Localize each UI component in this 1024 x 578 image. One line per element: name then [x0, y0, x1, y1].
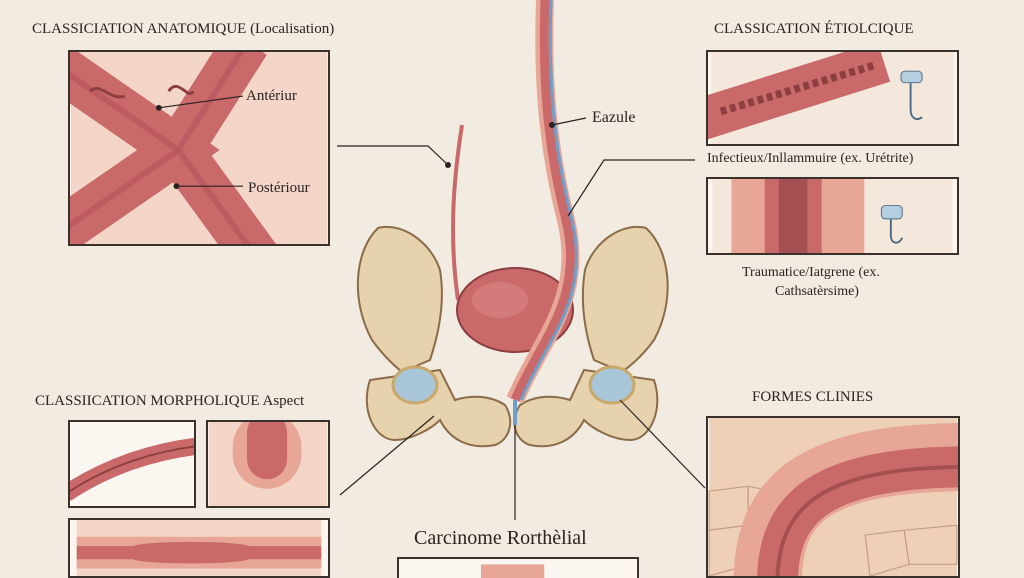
label-eazule: Eazule: [592, 109, 636, 126]
label-traumatique-1: Traumatice/Iatgrene (ex.: [742, 265, 880, 280]
pelvis-left-lower: [365, 368, 512, 448]
carcinome-illustration: [408, 559, 628, 578]
morphologique-panel-1: [68, 420, 196, 508]
morphologique-panel-2: [206, 420, 330, 508]
cliniques-title: FORMES CLINIES: [752, 389, 874, 405]
hip-socket-left: [391, 365, 439, 405]
stricture-illustration: [208, 422, 328, 506]
urethra-tube-blue: [519, 0, 578, 401]
cliniques-panel: [706, 416, 960, 578]
clinical-tissue-illustration: [708, 418, 958, 576]
anatomique-panel: Antériur Postériour: [68, 50, 330, 246]
leader-line-cliniques: [619, 399, 706, 489]
carcinome-panel: [397, 557, 639, 578]
leader-line-etiologique: [567, 159, 695, 217]
label-anterieur: Antériur: [246, 88, 297, 104]
pelvis-right-wing: [581, 225, 669, 374]
ureter-left: [451, 124, 464, 301]
hip-socket-right: [588, 365, 636, 405]
pelvis-right-lower: [513, 368, 659, 448]
leader-line-anatomique: [337, 145, 449, 166]
etiologique-panel-traumatique: [706, 177, 959, 255]
morphologique-title: CLASSIICATION MORPHOLIQUE Aspect: [35, 393, 305, 409]
anatomique-title: CLASSICIATION ANATOMIQUE (Localisation): [32, 21, 335, 37]
leader-line-eazule: [551, 117, 587, 126]
urethra-tube-red: [510, 0, 575, 402]
label-traumatique-2: Cathsatèrsime): [775, 284, 859, 299]
label-carcinome: Carcinome Rorthèlial: [414, 527, 587, 549]
inflamed-vessel-illustration: [708, 52, 954, 144]
etiologique-panel-infectieux: [706, 50, 959, 146]
leader-line-morphologique: [339, 415, 435, 496]
curved-vessel-illustration: [70, 422, 194, 506]
label-posterieur: Postériour: [248, 180, 310, 196]
morphologique-panel-3: [68, 518, 330, 578]
cross-tissue-illustration: [70, 52, 328, 244]
pelvis-left-wing: [356, 225, 443, 374]
label-infectieux: Infectieux/Inllammuire (ex. Urétrite): [707, 151, 914, 166]
tube-narrowing-illustration: [76, 520, 322, 576]
catheter-vessel-illustration: [712, 179, 953, 253]
etiologique-title: CLASSICATION ÉTIOLCIQUE: [714, 21, 914, 37]
